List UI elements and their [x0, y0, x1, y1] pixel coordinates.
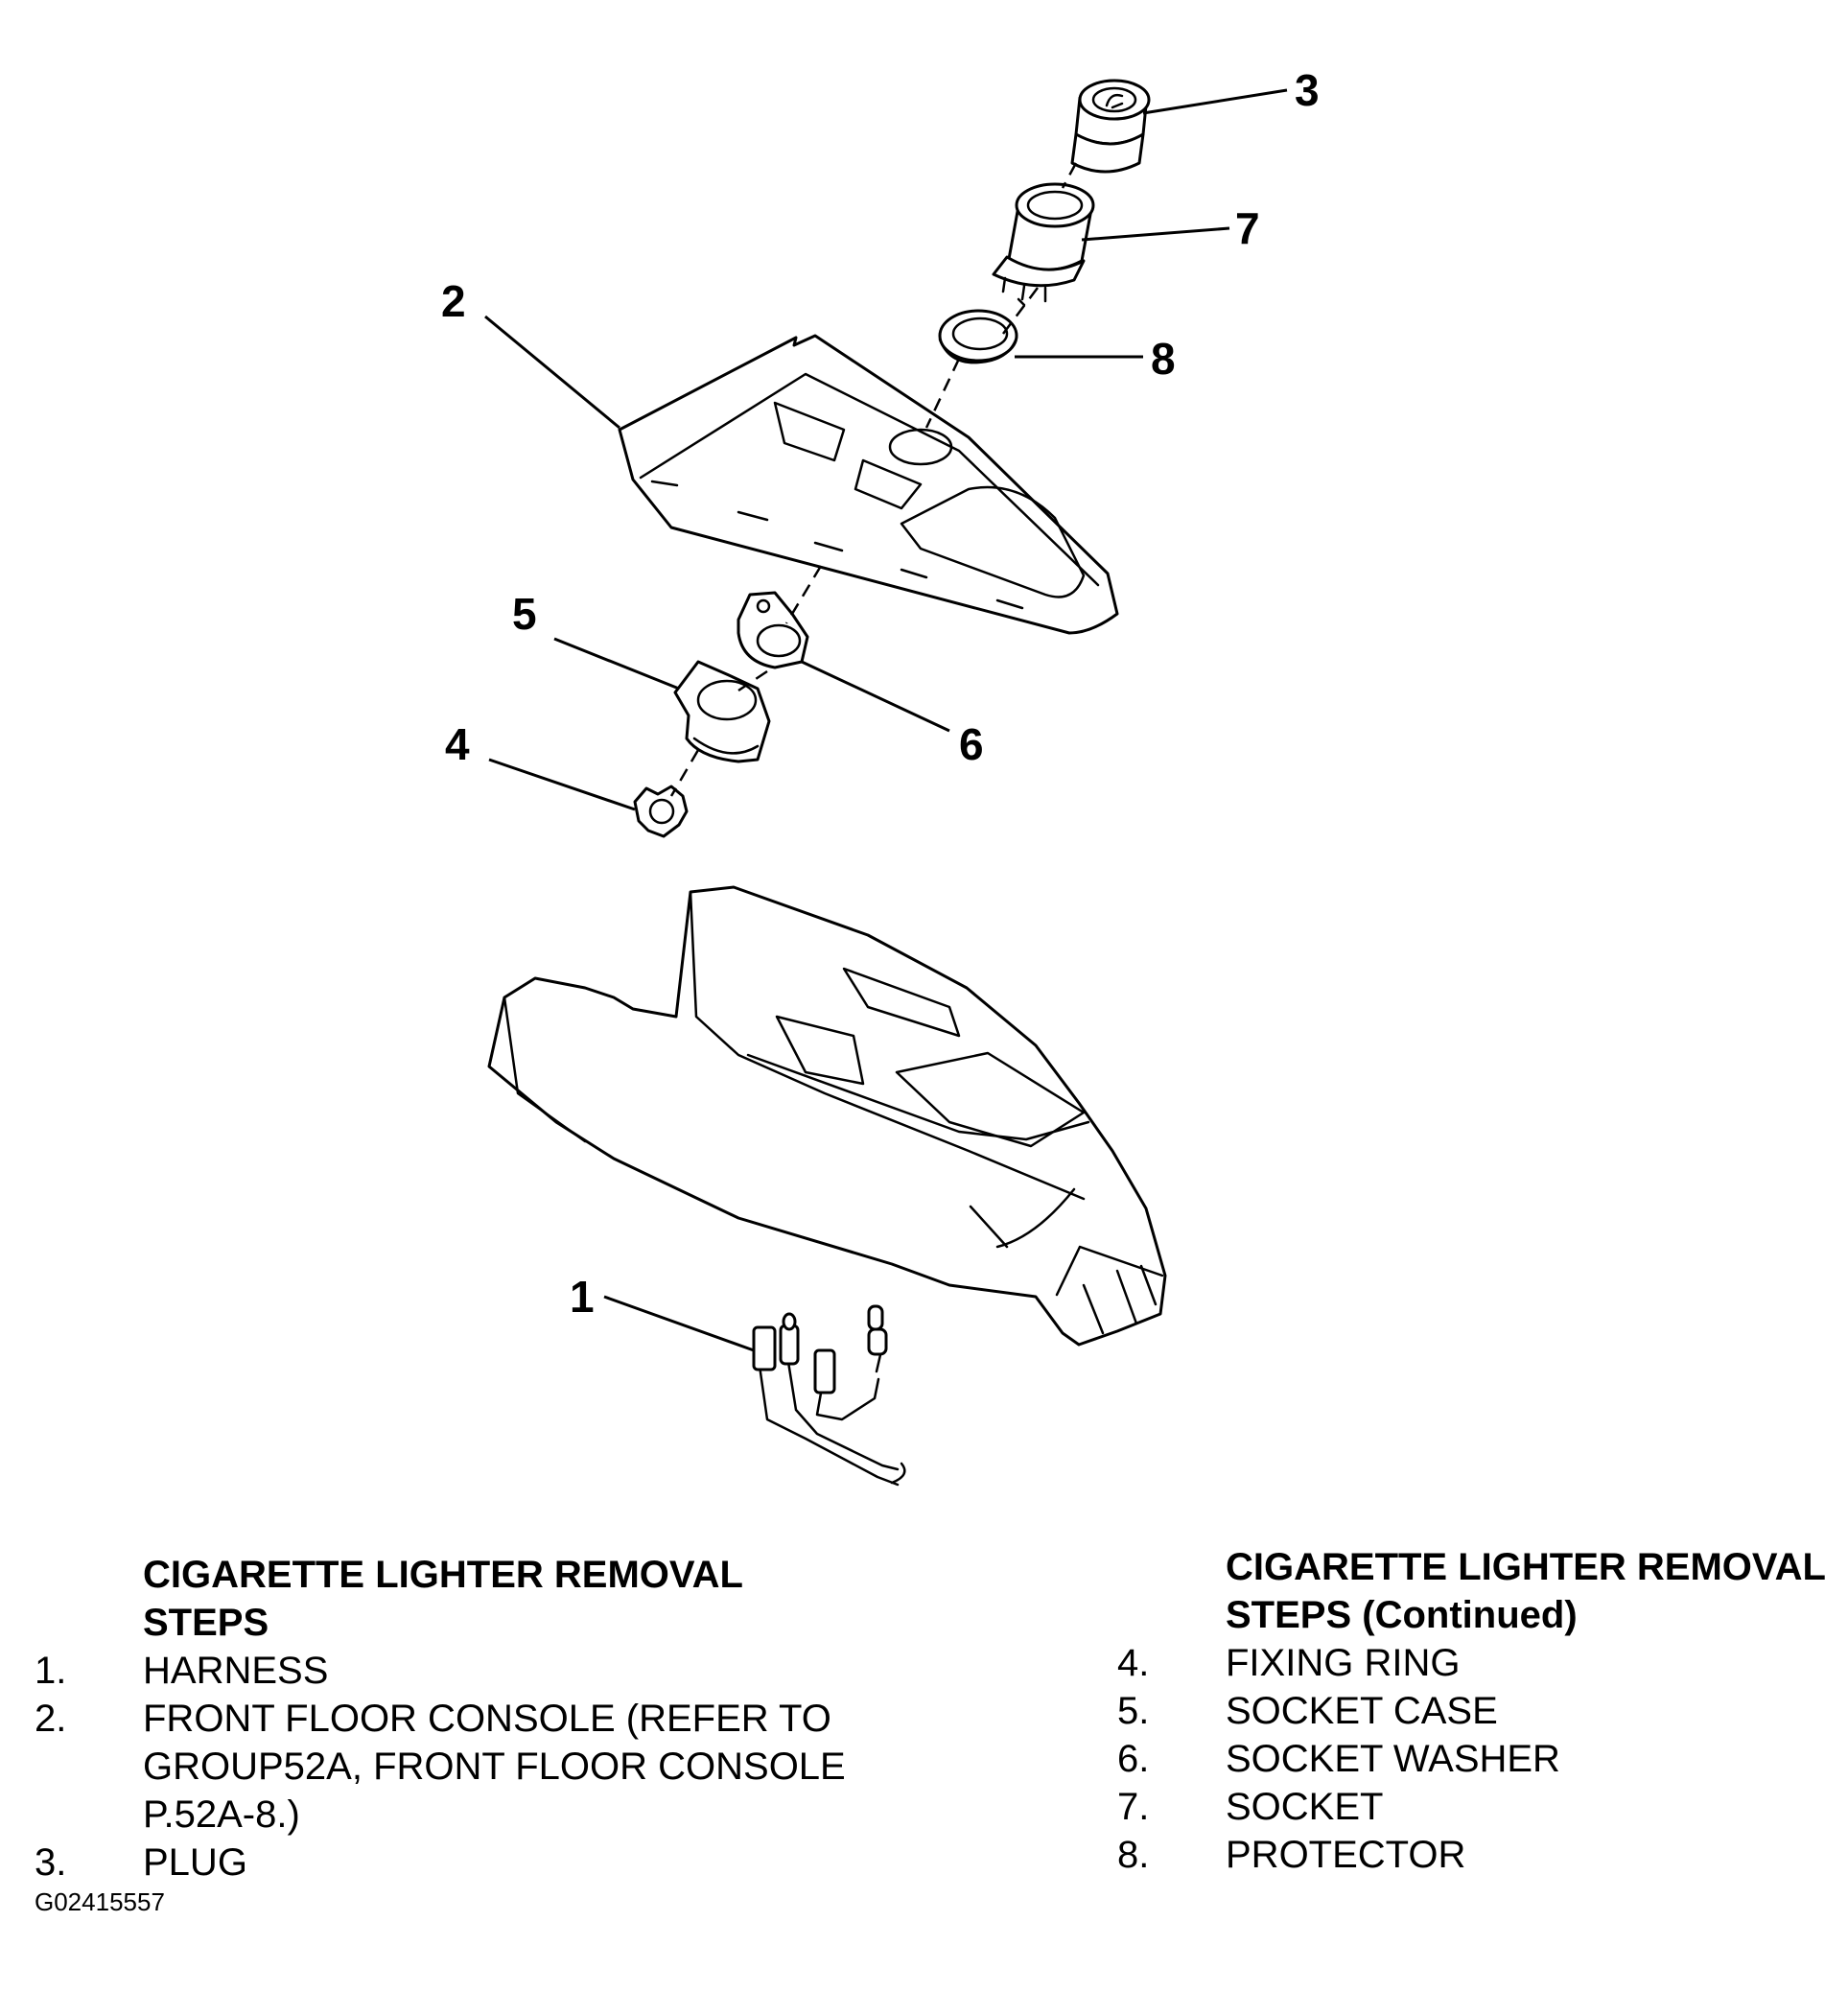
list-item: 5. SOCKET CASE	[1117, 1687, 1846, 1735]
list-item: 1. HARNESS	[35, 1647, 878, 1695]
step-text: PROTECTOR	[1226, 1834, 1466, 1876]
step-text: P.52A-8.)	[143, 1793, 300, 1836]
step-number: 1.	[35, 1650, 67, 1692]
socket-washer-part	[737, 591, 809, 669]
list-item: 3. PLUG	[35, 1839, 878, 1887]
console-body-part	[487, 885, 1167, 1347]
steps-heading-line2: STEPS	[143, 1602, 269, 1644]
step-number: 5.	[1117, 1690, 1150, 1732]
callout-2: 2	[441, 276, 466, 326]
step-number: 2.	[35, 1698, 67, 1740]
callout-3: 3	[1295, 65, 1320, 115]
callout-6: 6	[959, 719, 984, 769]
list-item: 2. FRONT FLOOR CONSOLE (REFER TO GROUP52…	[35, 1695, 878, 1839]
figure-code: G02415557	[35, 1887, 165, 1916]
harness-part	[752, 1304, 906, 1487]
exploded-parts-diagram: 1 2 3 4 5 6 7 8	[441, 65, 1320, 1487]
step-number: 4.	[1117, 1642, 1150, 1684]
plug-part	[1070, 79, 1151, 174]
step-text: PLUG	[143, 1841, 247, 1884]
callout-1: 1	[570, 1272, 595, 1322]
steps-heading-line1: CIGARETTE LIGHTER REMOVAL	[143, 1554, 743, 1596]
step-number: 8.	[1117, 1834, 1150, 1876]
callout-8: 8	[1151, 334, 1176, 384]
step-number: 6.	[1117, 1738, 1150, 1780]
socket-part	[992, 182, 1095, 307]
callout-5: 5	[512, 589, 537, 639]
step-text: FRONT FLOOR CONSOLE (REFER TO	[143, 1698, 831, 1740]
callout-4: 4	[445, 719, 470, 769]
front-floor-console-part	[618, 334, 1119, 635]
list-item: 7. SOCKET	[1117, 1783, 1846, 1831]
step-text: SOCKET WASHER	[1226, 1738, 1560, 1780]
removal-steps-continued-list: CIGARETTE LIGHTER REMOVAL STEPS (Continu…	[1117, 1543, 1846, 1879]
list-item: 6. SOCKET WASHER	[1117, 1735, 1846, 1783]
removal-steps-list: CIGARETTE LIGHTER REMOVAL STEPS 1. HARNE…	[35, 1551, 878, 1887]
steps-heading-line2: STEPS (Continued)	[1226, 1594, 1578, 1636]
assembly-axis-line	[669, 162, 1078, 797]
steps-heading-line1: CIGARETTE LIGHTER REMOVAL	[1226, 1546, 1826, 1588]
socket-case-part	[673, 660, 771, 763]
leader-lines	[484, 88, 1288, 1352]
step-text: SOCKET CASE	[1226, 1690, 1498, 1732]
step-text: HARNESS	[143, 1650, 329, 1692]
step-text: SOCKET	[1226, 1786, 1384, 1828]
step-text: FIXING RING	[1226, 1642, 1461, 1684]
fixing-ring-part	[633, 785, 689, 838]
list-item: 4. FIXING RING	[1117, 1639, 1846, 1687]
step-number: 7.	[1117, 1786, 1150, 1828]
callout-7: 7	[1235, 203, 1260, 253]
step-text: GROUP52A, FRONT FLOOR CONSOLE	[143, 1746, 846, 1788]
protector-part	[938, 309, 1018, 364]
list-item: 8. PROTECTOR	[1117, 1831, 1846, 1879]
step-number: 3.	[35, 1841, 67, 1884]
